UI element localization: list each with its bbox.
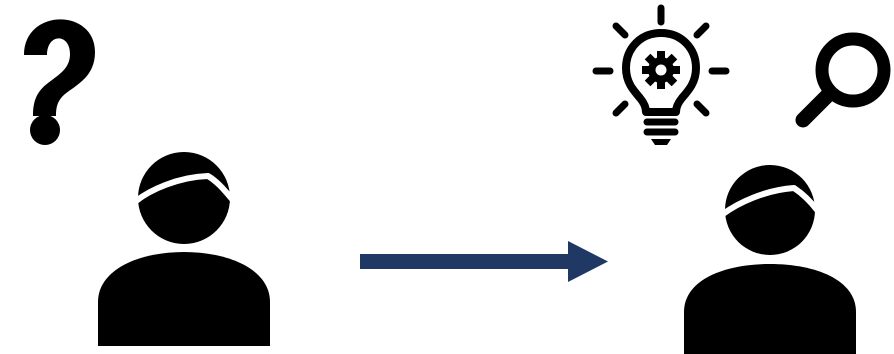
magnifying-glass-icon [795,32,891,128]
person-icon [684,165,856,354]
person-right [684,165,856,354]
question-mark-icon [24,19,95,145]
person-icon [98,152,270,346]
gear-icon [642,51,680,89]
person-left [98,152,270,346]
right-arrow-icon [360,241,608,282]
lightbulb-gear-icon [592,4,730,145]
